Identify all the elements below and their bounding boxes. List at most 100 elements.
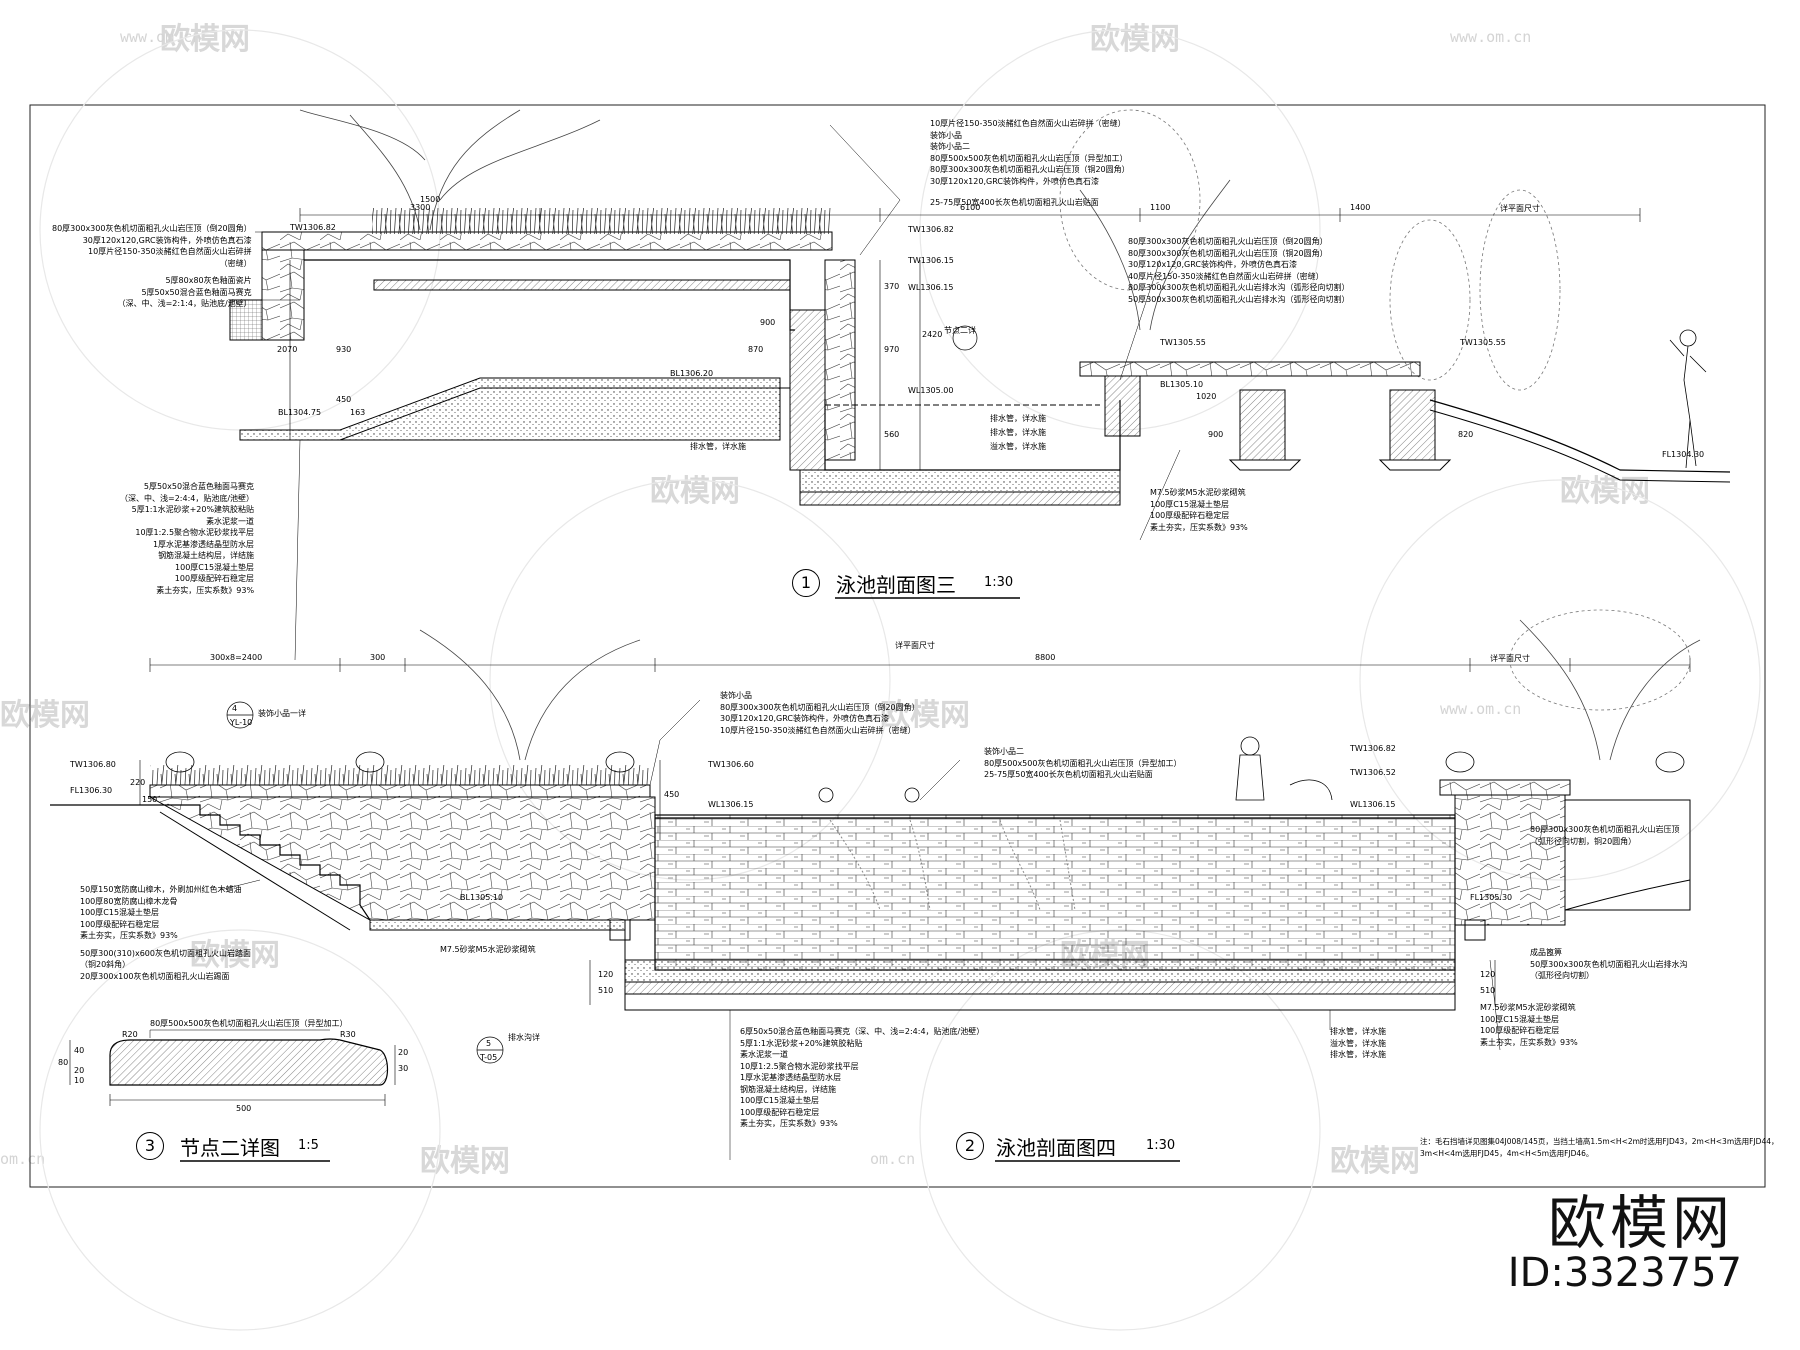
footnote-line: 注：毛石挡墙详见图集04J008/145页，当挡土墙高1.5m<H<2m时选用F… [1420,1137,1779,1146]
note-line: 素土夯实，压实系数》93% [156,585,255,595]
note-block-pipes: 排水管，详水施 溢水管，详水施 排水管，详水施 [1330,1026,1386,1061]
note-line: 装饰小品二 [930,142,970,151]
level-label: TW1306.80 [70,760,116,769]
note-line: 100厚级配碎石稳定层 [1150,511,1230,520]
note-line: （铜20斜角） [80,960,131,969]
dim-label: 930 [336,345,352,354]
detail-label: 80厚500x500灰色机切面粗孔火山岩压顶（异型加工） [150,1019,348,1028]
section1-title: 泳池剖面图三 [836,573,956,597]
section3-scale: 1:5 [298,1138,319,1153]
note-line: 80厚300x300灰色机切面粗孔火山岩压顶（倒20圆角） [1128,237,1328,246]
note-line: 80厚500x500灰色机切面粗孔火山岩压顶（异型加工） [984,758,1182,768]
note-line: 80厚300x300灰色机切面粗孔火山岩压顶（铜20圆角） [930,165,1130,174]
dim-label: 900 [1208,430,1224,439]
note-line: 5厚1:1水泥砂浆+20%建筑胶粘贴 [740,1038,863,1048]
dim-label: 详平面尺寸 [1490,654,1530,663]
note-line: 80厚300x300灰色机切面粗孔火山岩压顶（倒20圆角） [52,224,252,233]
section3-geometry [69,1029,396,1106]
note-line: 装饰小品二 [984,747,1024,756]
section1-number: 1 [792,569,820,597]
mortar-note: M7.5砂浆M5水泥砂浆砌筑 [440,945,536,954]
note-line: 25-75厚50宽400长灰色机切面粗孔火山岩贴面 [984,770,1153,779]
note-line: 50厚300x300灰色机切面粗孔火山岩排水沟 [1530,959,1688,969]
dim-label: 2070 [277,345,298,354]
level-label: TW1306.82 [1350,744,1396,753]
watermark-url: www.om.cn [1440,700,1522,718]
dim-label: 详平面尺寸 [895,641,935,650]
note-line: 30厚120x120,GRC装饰构件，外喷仿色真石漆 [720,714,889,723]
level-label: BL1306.20 [670,369,714,378]
note-line: 100厚级配碎石稳定层 [1480,1026,1560,1035]
watermark-url: om.cn [870,1150,916,1168]
watermark-brand: 欧模网 [1090,22,1180,57]
note-line: 1厚水泥基渗透结晶型防水层 [740,1073,842,1082]
note-line: 100厚C15混凝土垫层 [175,562,255,572]
section2-geometry [50,609,1701,1160]
note-line: 10厚片径150-350淡赭红色自然面火山岩碎拼（密缝） [930,119,1126,128]
note-line: 50厚300x300灰色机切面粗孔火山岩排水沟（弧形径向切割） [1128,294,1350,304]
note-line: （弧形径向切割） [1530,971,1594,980]
watermark-brand: 欧模网 [1330,1144,1420,1179]
note-line: 20厚300x100灰色机切面粗孔火山岩踢面 [80,971,230,981]
section1-scale: 1:30 [984,575,1014,590]
level-label: WL1306.15 [708,800,754,809]
footnote-line: 3m<H<4m选用FJD45，4m<H<5m选用FJD46。 [1420,1148,1594,1158]
watermark-url: www.om.cn [1450,28,1532,46]
note-line: （深、中、浅=2:4:4，贴池底/池壁） [120,493,255,503]
note-line: 1厚水泥基渗透结晶型防水层 [152,539,255,549]
note-line: 装饰小品 [930,130,962,140]
dim-label: 163 [350,408,366,417]
dim-label: 820 [1458,430,1474,439]
level-label: TW1306.82 [908,225,954,234]
note-line: 5厚50x50混合蓝色釉面马赛克 [141,287,252,297]
note-block-top: 10厚片径150-350淡赭红色自然面火山岩碎拼（密缝） 装饰小品 装饰小品二 … [930,118,1130,209]
note-block-right-base: M7.5砂浆M5水泥砂浆砌筑 100厚C15混凝土垫层 100厚级配碎石稳定层 … [1480,1002,1578,1048]
callout-4-num: 4 [232,704,238,713]
level-label: FL1304.30 [1662,450,1705,459]
dim-label: 510 [1480,986,1496,995]
section2-title: 泳池剖面图四 [996,1136,1116,1160]
dim-label: 300 [370,653,386,662]
note-line: 10厚1:2.5聚合物水泥砂浆找平层 [135,528,255,537]
note-line: 素土夯实，压实系数》93% [1150,522,1248,532]
dim-label: 900 [760,318,776,327]
dim-label: 220 [130,778,146,787]
dim-label: 120 [598,970,614,979]
dim-label: 300x8=2400 [210,653,263,662]
dim-label: 510 [598,986,614,995]
note-line: 30厚120x120,GRC装饰构件，外喷仿色真石漆 [1128,260,1297,269]
note-line: 溢水管，详水施 [1330,1038,1386,1048]
dim-label: 详平面尺寸 [1500,204,1540,213]
dim-label: R20 [122,1030,138,1039]
note-line: 100厚C15混凝土垫层 [1150,499,1230,509]
note-line: 80厚300x300灰色机切面粗孔火山岩压顶（铜20圆角） [1128,248,1328,258]
note-line: （深、中、浅=2:1:4，贴池底/池壁） [117,299,252,308]
dim-label: 450 [664,790,680,799]
level-label: WL1306.15 [1350,800,1396,809]
node-label: 节点二详 [944,326,976,335]
note-line: 50厚150宽防腐山樟木，外刷加州红色木蜡油 [80,885,242,894]
note-line: 钢筋混凝土结构层，详结施 [158,551,255,560]
dim-label: 1400 [1350,203,1371,212]
footnote: 注：毛石挡墙详见图集04J008/145页，当挡土墙高1.5m<H<2m时选用F… [1420,1136,1778,1159]
note-line: 80厚300x300灰色机切面粗孔火山岩压顶（倒20圆角） [720,702,920,712]
dim-label: 20 [398,1048,409,1057]
level-label: FL1305.30 [1470,893,1513,902]
note-block-left-top: 80厚300x300灰色机切面粗孔火山岩压顶（倒20圆角） 30厚120x120… [52,223,252,310]
note-line: 排水管，详水施 [1330,1027,1386,1036]
note-line: 素水泥浆一道 [740,1050,788,1059]
note-line: 80厚300x300灰色机切面粗孔火山岩排水沟（弧形径向切割） [1128,283,1350,292]
section1-geometry [229,109,1731,661]
note-line: M7.5砂浆M5水泥砂浆砌筑 [1150,488,1246,497]
note-line: 素土夯实，压实系数》93% [740,1119,838,1128]
dim-label: 6100 [960,203,981,212]
level-label: TW1306.82 [290,223,336,232]
note-line: 100厚级配碎石稳定层 [740,1107,820,1117]
callout-4-label: 装饰小品一详 [258,709,306,718]
note-line: 100厚C15混凝土垫层 [1480,1014,1560,1024]
note-line: 素土夯实，压实系数》93% [1480,1037,1578,1047]
note-line: 100厚级配碎石稳定层 [80,919,160,929]
level-label: TW1305.55 [1160,338,1206,347]
dim-label: 8800 [1035,653,1056,662]
